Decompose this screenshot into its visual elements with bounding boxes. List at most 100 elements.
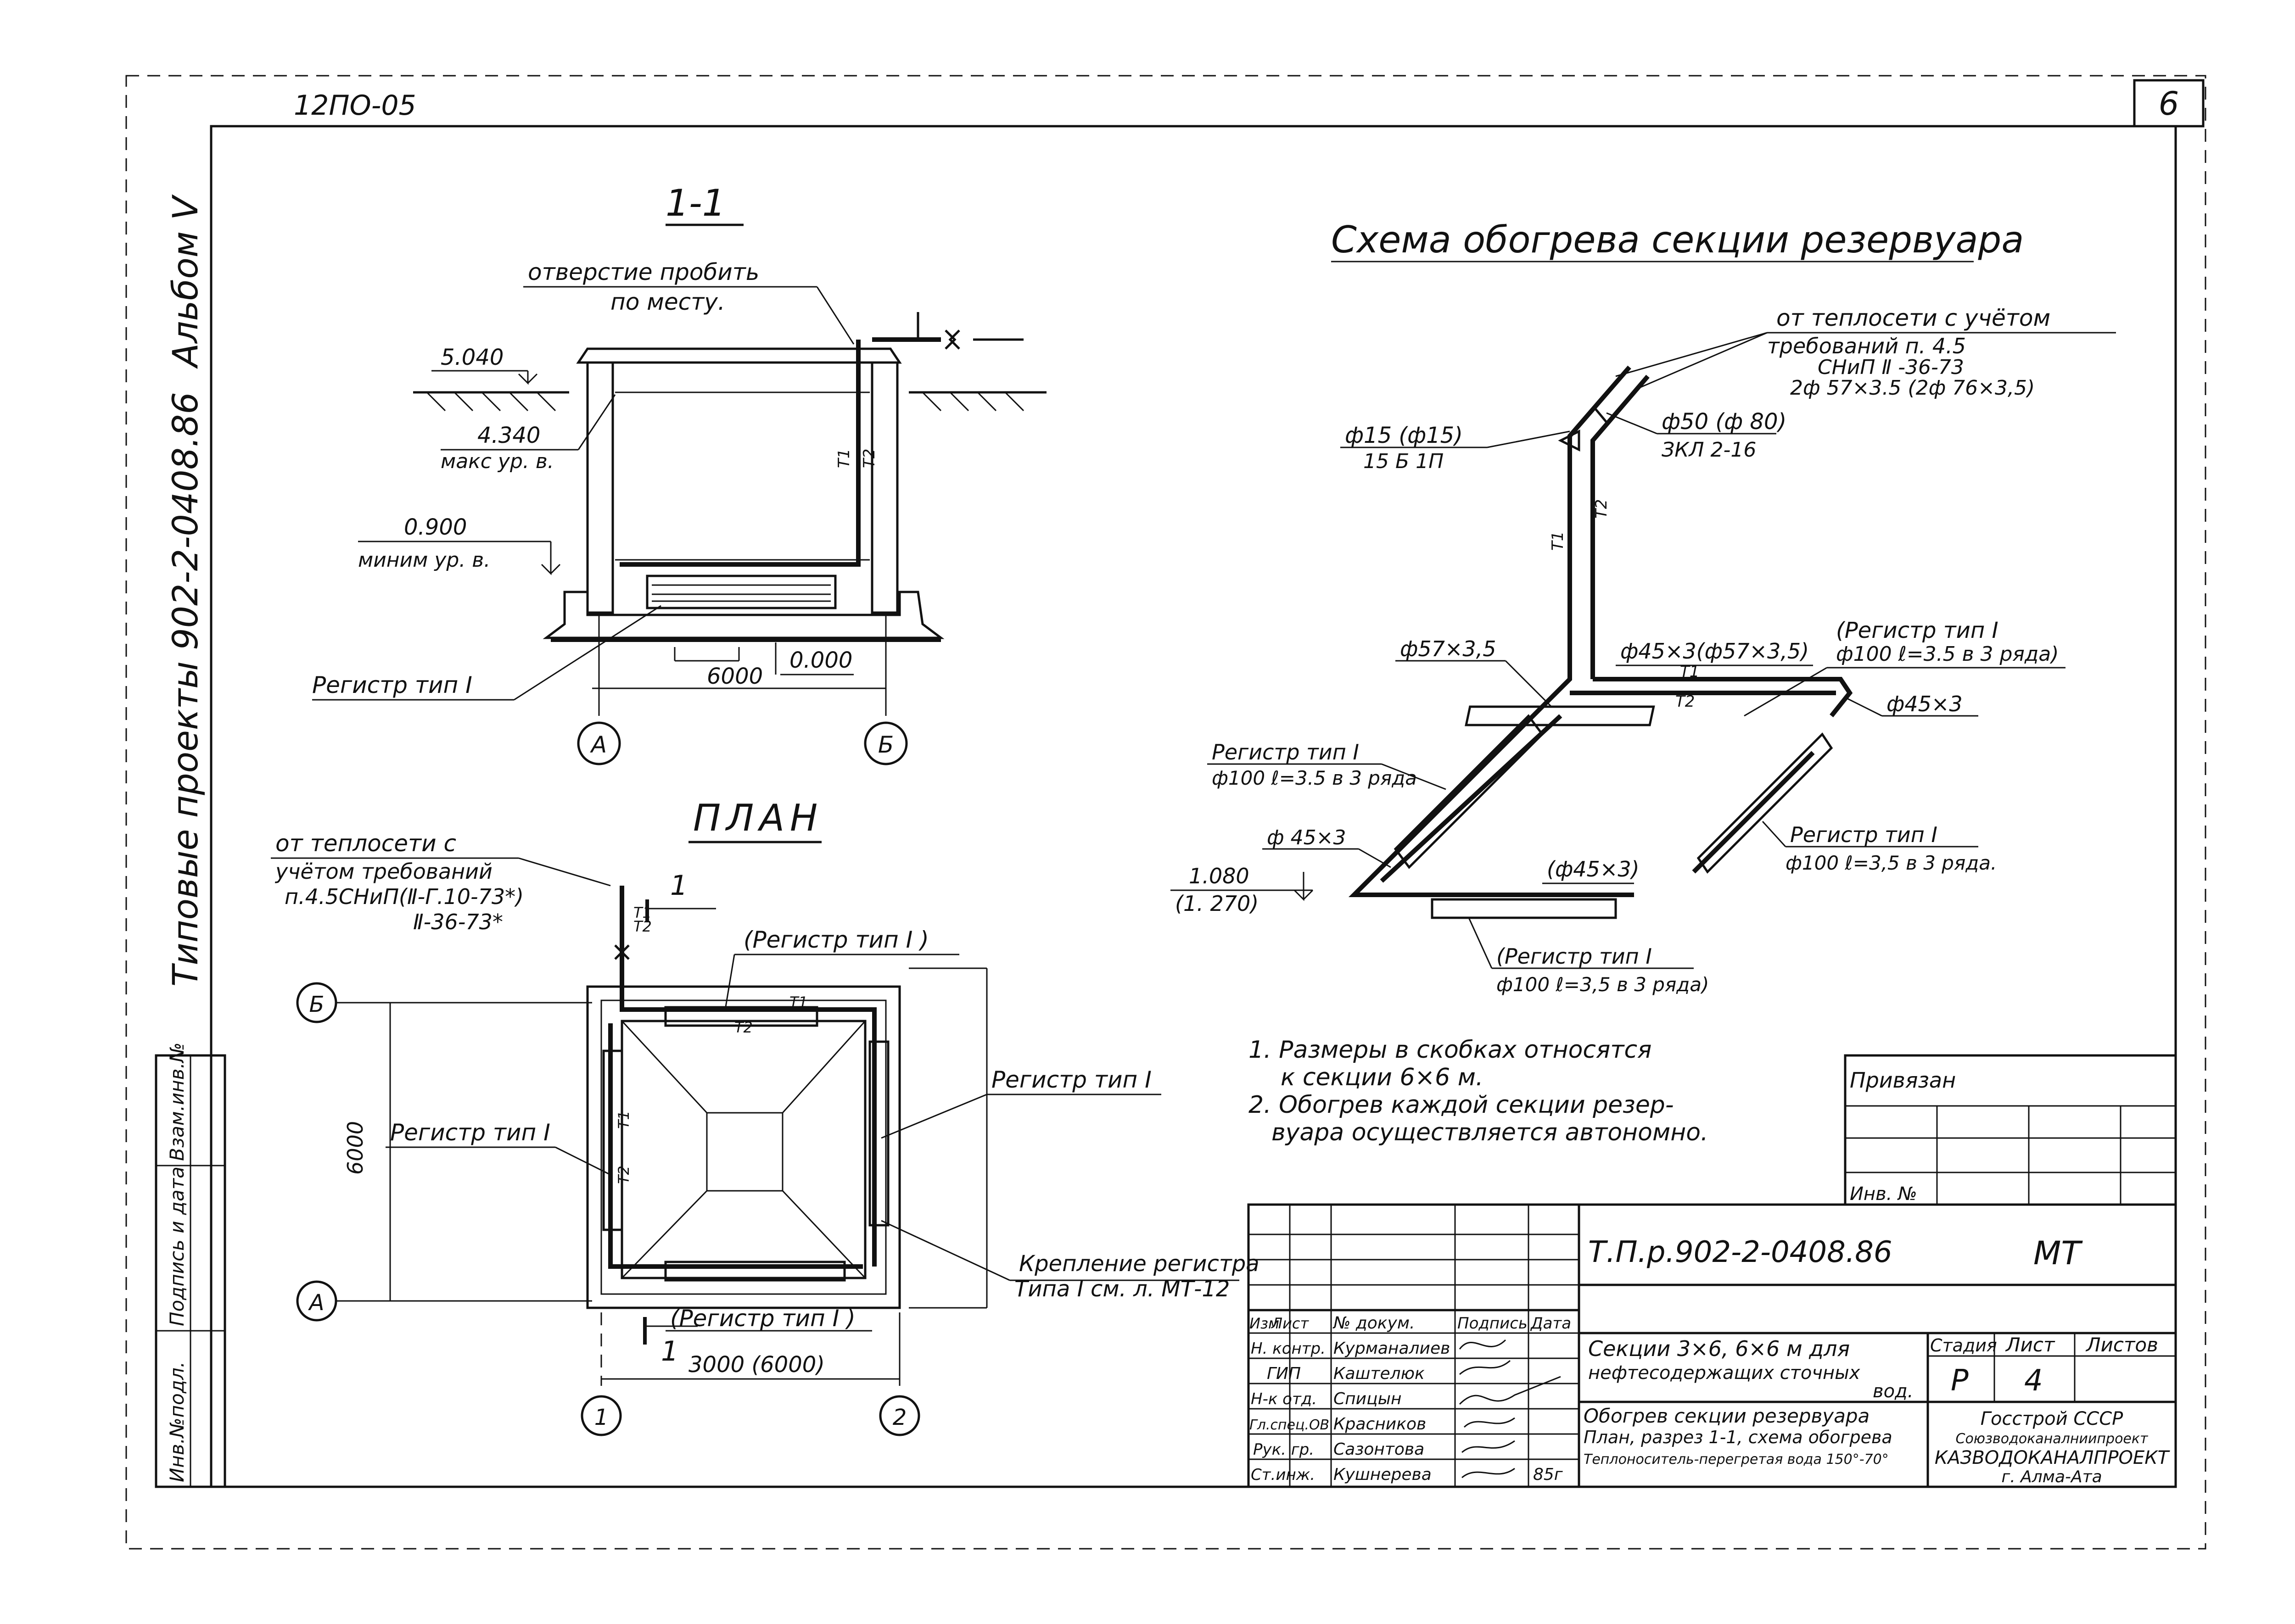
svg-text:(Регистр тип Ⅰ ): (Регистр тип Ⅰ ): [670, 1305, 856, 1332]
tank-roof: [576, 347, 902, 364]
svg-text:Ст.инж.: Ст.инж.: [1251, 1466, 1315, 1484]
svg-text:Т1: Т1: [835, 449, 853, 468]
axis-a-bubble: [577, 721, 621, 765]
svg-text:1: 1: [594, 1405, 609, 1430]
svg-text:ф45×3: ф45×3: [1886, 692, 1963, 716]
svg-text:Курманалиев: Курманалиев: [1333, 1339, 1450, 1358]
svg-text:г. Алма-Ата: г. Алма-Ата: [2001, 1468, 2102, 1486]
document-code: Т.П.р.902-2-0408.86: [1588, 1235, 1892, 1269]
svg-text:А: А: [590, 731, 607, 758]
svg-text:Р: Р: [1951, 1364, 1969, 1398]
svg-text:учётом требований: учётом требований: [274, 859, 493, 884]
svg-text:Рук. гр.: Рук. гр.: [1253, 1440, 1314, 1459]
section-1-1: 1-1 отверстие пробить по месту. Т1 Т2: [312, 182, 1047, 765]
tank-sump: [706, 1112, 784, 1192]
svg-text:Крепление регистра: Крепление регистра: [1019, 1251, 1259, 1277]
svg-text:Секции 3×6, 6×6 м для: Секции 3×6, 6×6 м для: [1588, 1336, 1850, 1361]
svg-text:Теплоноситель-перегретая вода: Теплоноситель-перегретая вода 150°-70°: [1584, 1451, 1889, 1468]
svg-text:3000 (6000): 3000 (6000): [688, 1352, 825, 1378]
svg-text:0.000: 0.000: [789, 647, 852, 673]
ground-hatch: [426, 391, 1024, 412]
svg-text:ГИП: ГИП: [1267, 1364, 1301, 1383]
register-label: Регистр тип Ⅰ: [312, 672, 472, 698]
album-label: Альбом Ⅴ: [165, 194, 206, 369]
svg-text:Н-к отд.: Н-к отд.: [1251, 1390, 1317, 1408]
svg-text:ф45×3(ф57×3,5): ф45×3(ф57×3,5): [1620, 639, 1809, 664]
svg-text:Т2: Т2: [734, 1019, 753, 1036]
side-col-inv: Инв.№подл.: [166, 1362, 188, 1482]
svg-text:Союзводоканалниипроект: Союзводоканалниипроект: [1956, 1431, 2149, 1447]
scheme-title: Схема обогрева секции резервуара: [1331, 218, 2024, 261]
hole-note-2: по месту.: [610, 289, 725, 315]
svg-text:Регистр тип Ⅰ: Регистр тип Ⅰ: [1212, 740, 1359, 765]
section-title: 1-1: [666, 182, 726, 224]
svg-text:1: 1: [670, 870, 688, 902]
svg-text:Лист: Лист: [2005, 1334, 2055, 1356]
svg-text:ф100 ℓ=3,5 в 3 ряда): ф100 ℓ=3,5 в 3 ряда): [1496, 973, 1709, 996]
svg-text:Т2: Т2: [1675, 692, 1695, 711]
side-stamp: Альбом Ⅴ Типовые проекты 902-2-0408.86 И…: [155, 194, 226, 1488]
svg-text:(Регистр тип Ⅰ ): (Регистр тип Ⅰ ): [744, 926, 929, 953]
svg-text:п.4.5СНиП(Ⅱ-Г.10-73*): п.4.5СНиП(Ⅱ-Г.10-73*): [285, 884, 524, 909]
svg-text:Т2: Т2: [633, 918, 652, 935]
svg-text:Кушнерева: Кушнерева: [1333, 1465, 1432, 1484]
general-notes: 1. Размеры в скобках относятся к секции …: [1248, 1036, 1708, 1146]
svg-text:А: А: [308, 1290, 325, 1316]
svg-text:Лист: Лист: [1271, 1315, 1309, 1332]
svg-text:Спицын: Спицын: [1333, 1390, 1402, 1408]
svg-text:вуара осуществляется автономно: вуара осуществляется автономно.: [1271, 1119, 1708, 1146]
svg-text:Т2: Т2: [1592, 499, 1611, 519]
svg-text:(Регистр тип Ⅰ: (Регистр тип Ⅰ: [1496, 944, 1652, 969]
svg-text:2ф 57×3.5 (2ф 76×3,5): 2ф 57×3.5 (2ф 76×3,5): [1790, 376, 2035, 400]
svg-text:(ф45×3): (ф45×3): [1547, 857, 1640, 882]
svg-text:КАЗВОДОКАНАЛПРОЕКТ: КАЗВОДОКАНАЛПРОЕКТ: [1935, 1447, 2171, 1468]
svg-text:План, разрез 1-1, схема обогре: План, разрез 1-1, схема обогрева: [1584, 1427, 1892, 1447]
svg-text:Н. контр.: Н. контр.: [1251, 1339, 1326, 1358]
svg-text:Регистр тип Ⅰ: Регистр тип Ⅰ: [991, 1066, 1152, 1093]
svg-text:Сазонтова: Сазонтова: [1333, 1440, 1424, 1459]
page-number-box: [2133, 79, 2205, 128]
svg-text:Т2: Т2: [860, 449, 879, 468]
project-label: Типовые проекты 902-2-0408.86: [165, 392, 206, 987]
axis-b-bubble: [864, 721, 908, 765]
svg-text:от теплосети с учётом: от теплосети с учётом: [1776, 305, 2050, 331]
svg-text:4: 4: [2024, 1364, 2043, 1398]
svg-text:макс ур. в.: макс ур. в.: [441, 450, 554, 473]
svg-text:(Регистр тип Ⅰ: (Регистр тип Ⅰ: [1836, 618, 1998, 643]
side-col-signature: Подпись и дата: [166, 1166, 188, 1326]
svg-text:ф 45×3: ф 45×3: [1267, 826, 1346, 849]
svg-text:СНиП Ⅱ -36-73: СНиП Ⅱ -36-73: [1818, 356, 1964, 379]
svg-text:Ⅱ-36-73*: Ⅱ-36-73*: [413, 910, 503, 934]
svg-text:требований п. 4.5: требований п. 4.5: [1767, 334, 1966, 358]
svg-text:5.040: 5.040: [441, 345, 504, 370]
svg-text:ф100 ℓ=3.5 в 3 ряда): ф100 ℓ=3.5 в 3 ряда): [1836, 642, 2059, 666]
svg-text:Инв. №: Инв. №: [1850, 1183, 1917, 1205]
svg-text:Т1: Т1: [1549, 531, 1567, 551]
svg-text:ф50 (ф 80): ф50 (ф 80): [1662, 409, 1786, 435]
document-mark: МТ: [2033, 1234, 2083, 1272]
plan-register-top: [664, 1006, 818, 1027]
svg-text:№ докум.: № докум.: [1332, 1314, 1415, 1333]
svg-text:Изм: Изм: [1249, 1315, 1279, 1332]
svg-text:1. Размеры в скобках относятся: 1. Размеры в скобках относятся: [1248, 1036, 1651, 1064]
svg-text:от теплосети с: от теплосети с: [275, 830, 456, 857]
svg-text:Б: Б: [878, 731, 894, 758]
svg-text:Красников: Красников: [1333, 1415, 1426, 1434]
svg-text:вод.: вод.: [1873, 1381, 1913, 1402]
tank-bottom: [543, 591, 945, 639]
svg-text:Стадия: Стадия: [1930, 1335, 1997, 1356]
svg-text:Регистр тип Ⅰ: Регистр тип Ⅰ: [390, 1119, 550, 1146]
scheme-register-left: [1394, 714, 1544, 869]
svg-text:ЗКЛ 2-16: ЗКЛ 2-16: [1662, 438, 1756, 462]
svg-text:85г: 85г: [1533, 1465, 1563, 1484]
svg-text:Дата: Дата: [1530, 1314, 1571, 1333]
plan-register-bottom: [664, 1261, 846, 1282]
svg-text:Б: Б: [309, 992, 325, 1017]
svg-text:1: 1: [661, 1335, 678, 1367]
svg-text:1.080: 1.080: [1189, 864, 1249, 888]
signatures: [1459, 1339, 1561, 1479]
hole-note-1: отверстие пробить: [528, 259, 759, 285]
svg-text:ф57×3,5: ф57×3,5: [1400, 636, 1496, 661]
svg-text:Регистр тип Ⅰ: Регистр тип Ⅰ: [1790, 822, 1937, 847]
